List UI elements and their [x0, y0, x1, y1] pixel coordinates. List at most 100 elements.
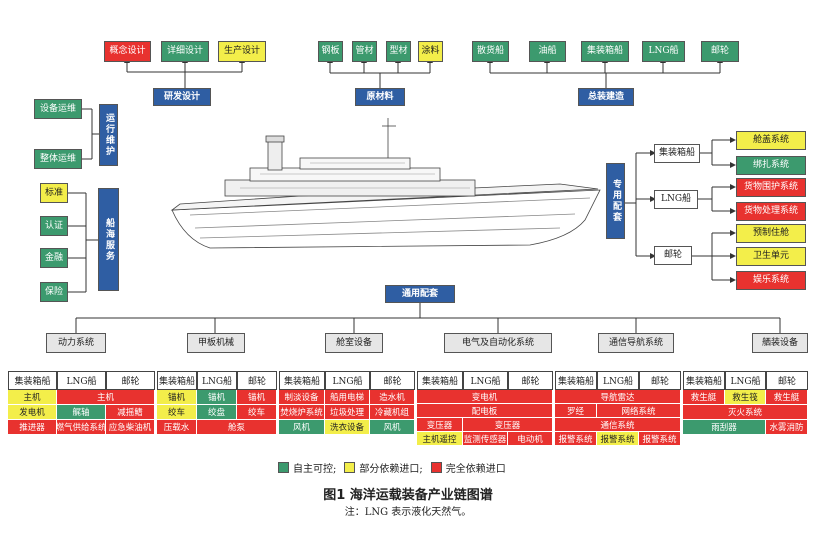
- matrix-cell: 救生艇: [683, 390, 725, 405]
- matrix-cell: 焚烧炉系统: [279, 405, 325, 420]
- figure-note: 注：LNG 表示液化天然气。: [344, 507, 472, 518]
- matrix-cell: 发电机: [8, 405, 57, 420]
- matrix-cell: 绞车: [157, 405, 197, 420]
- special-sanitary-unit: 卫生单元: [736, 247, 806, 266]
- matrix-header: LNG船: [725, 371, 766, 390]
- legend: 自主可控; 部分依赖进口; 完全依赖进口: [278, 460, 506, 475]
- legend-label: 部分依赖进口;: [359, 464, 423, 475]
- matrix-cell: 风机: [370, 420, 415, 435]
- ship-type-cruise: 邮轮: [701, 41, 739, 62]
- special-group-lng: LNG船: [654, 190, 698, 209]
- matrix-header: LNG船: [57, 371, 106, 390]
- rd-item-production-design: 生产设计: [218, 41, 266, 62]
- material-pipe: 管材: [352, 41, 377, 62]
- matrix-cell: 变压器: [463, 418, 553, 432]
- system-outfitting: 舾装设备: [752, 333, 808, 353]
- service-insurance: 保险: [40, 282, 68, 302]
- matrix-cell: 电动机: [508, 432, 553, 446]
- legend-swatch-yellow: [344, 462, 356, 473]
- special-cargo-containment: 货物围护系统: [736, 178, 806, 197]
- system-power: 动力系统: [46, 333, 106, 353]
- special-supporting-label: 专用配套: [606, 163, 625, 239]
- matrix-header: 邮轮: [508, 371, 553, 390]
- matrix-header: LNG船: [597, 371, 639, 390]
- legend-swatch-red: [430, 462, 442, 473]
- material-steel-plate: 钢板: [318, 41, 343, 62]
- material-profile: 型材: [386, 41, 411, 62]
- matrix-cell: 锚机: [237, 390, 277, 405]
- legend-swatch-green: [278, 462, 289, 473]
- system-cabin-equipment: 舱室设备: [325, 333, 383, 353]
- matrix-cell: 配电板: [417, 404, 553, 418]
- matrix-cell: 洗衣设备: [325, 420, 370, 435]
- special-hatch-cover: 舱盖系统: [736, 131, 806, 150]
- matrix-cell: 变压器: [417, 418, 463, 432]
- matrix-cell: 压载水: [157, 420, 197, 435]
- matrix-cell: 燃气供给系统: [57, 420, 106, 435]
- matrix-cell: 水雾消防: [766, 420, 808, 435]
- cruise-ship-illustration: [170, 118, 601, 249]
- matrix-cell: 主机: [57, 390, 155, 405]
- matrix-cell: 制淡设备: [279, 390, 325, 405]
- matrix-header: 邮轮: [106, 371, 155, 390]
- matrix-header: 集装箱船: [279, 371, 325, 390]
- matrix-cell: 监测传感器: [463, 432, 508, 446]
- figure-caption: 图1 海洋运载装备产业链图谱: [323, 488, 493, 503]
- system-electrical-automation: 电气及自动化系统: [444, 333, 552, 353]
- matrix-cell: 减摇鳍: [106, 405, 155, 420]
- matrix-cell: 绞车: [237, 405, 277, 420]
- assembly-label: 总装建造: [578, 88, 634, 106]
- matrix-cell: 报警系统: [597, 432, 639, 446]
- service-certification: 认证: [40, 216, 68, 236]
- matrix-cell: 艉轴: [57, 405, 106, 420]
- rd-item-detail-design: 详细设计: [161, 41, 209, 62]
- matrix-cell: 锚机: [157, 390, 197, 405]
- matrix-cell: 推进器: [8, 420, 57, 435]
- matrix-cell: 主机遥控: [417, 432, 463, 446]
- matrix-cell: 罗经: [555, 404, 597, 418]
- ops-item-equipment: 设备运维: [34, 99, 82, 119]
- matrix-header: 集装箱船: [683, 371, 725, 390]
- rd-label: 研发设计: [153, 88, 211, 106]
- matrix-cell: 冷藏机组: [370, 405, 415, 420]
- special-lashing: 绑扎系统: [736, 156, 806, 175]
- matrix-header: LNG船: [325, 371, 370, 390]
- matrix-cell: 应急柴油机: [106, 420, 155, 435]
- matrix-header: 邮轮: [639, 371, 681, 390]
- matrix-cell: 灭火系统: [683, 405, 808, 420]
- matrix-header: 集装箱船: [8, 371, 57, 390]
- matrix-cell: 报警系统: [639, 432, 681, 446]
- rd-item-concept-design: 概念设计: [104, 41, 151, 62]
- common-supporting-label: 通用配套: [385, 285, 455, 303]
- matrix-cell: 变电机: [417, 390, 553, 404]
- special-group-container: 集装箱船: [654, 144, 700, 163]
- service-finance: 金融: [40, 248, 68, 268]
- legend-label: 自主可控;: [293, 464, 337, 475]
- matrix-cell: 绞盘: [197, 405, 237, 420]
- ship-type-container: 集装箱船: [581, 41, 629, 62]
- matrix-header: LNG船: [463, 371, 508, 390]
- ship-type-bulk: 散货船: [472, 41, 509, 62]
- special-entertainment: 娱乐系统: [736, 271, 806, 290]
- system-deck-machinery: 甲板机械: [187, 333, 245, 353]
- ops-item-overall: 整体运维: [34, 149, 82, 169]
- matrix-cell: 报警系统: [555, 432, 597, 446]
- special-group-cruise: 邮轮: [654, 246, 692, 265]
- matrix-cell: 船用电梯: [325, 390, 370, 405]
- matrix-header: 邮轮: [766, 371, 808, 390]
- matrix-cell: 雨刮器: [683, 420, 766, 435]
- matrix-header: 邮轮: [370, 371, 415, 390]
- matrix-header: 集装箱船: [417, 371, 463, 390]
- matrix-cell: 主机: [8, 390, 57, 405]
- ship-type-tanker: 油船: [529, 41, 566, 62]
- services-label: 船海服务: [98, 188, 119, 291]
- matrix-cell: 通信系统: [555, 418, 681, 432]
- service-standard: 标准: [40, 183, 68, 203]
- matrix-header: 邮轮: [237, 371, 277, 390]
- special-cargo-handling: 货物处理系统: [736, 202, 806, 221]
- matrix-cell: 网络系统: [597, 404, 681, 418]
- matrix-header: 集装箱船: [555, 371, 597, 390]
- ops-label: 运行维护: [99, 104, 118, 166]
- matrix-cell: 舱泵: [197, 420, 277, 435]
